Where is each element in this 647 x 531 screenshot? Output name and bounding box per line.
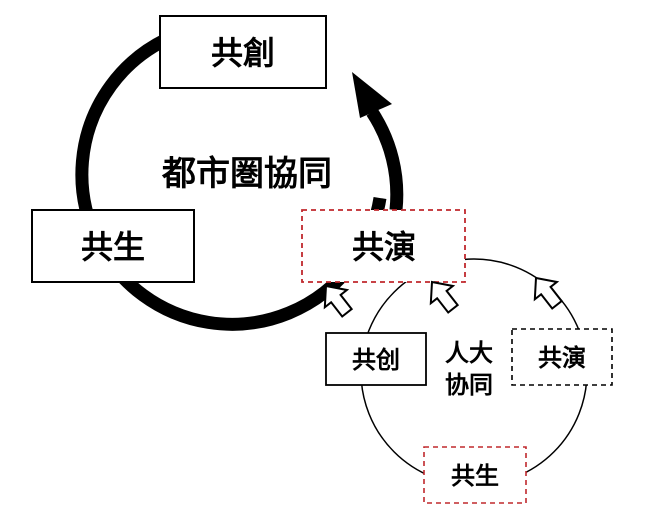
inner-center-label-line2: 协同	[445, 371, 493, 399]
inner-arrow-right	[523, 268, 569, 315]
outer-top-box: 共創	[159, 15, 327, 89]
outer-cycle-arc-right	[366, 108, 404, 211]
outer-top-box-label: 共創	[211, 34, 275, 72]
outer-right-box: 共演	[301, 209, 466, 283]
outer-right-box-label: 共演	[352, 228, 416, 266]
inner-left-box: 共创	[325, 332, 427, 386]
outer-cycle-arrowhead	[352, 72, 392, 118]
inner-bottom-box-label: 共生	[451, 462, 499, 490]
inner-right-box: 共演	[511, 328, 613, 386]
inner-bottom-box: 共生	[423, 446, 527, 504]
inner-right-box-label: 共演	[538, 344, 586, 372]
inner-center-label-line1: 人大	[445, 339, 493, 367]
outer-left-box: 共生	[31, 209, 195, 283]
inner-left-box-label: 共创	[352, 346, 400, 374]
outer-left-box-label: 共生	[81, 228, 145, 266]
outer-cycle-center-label: 都市圏協同	[161, 154, 332, 194]
